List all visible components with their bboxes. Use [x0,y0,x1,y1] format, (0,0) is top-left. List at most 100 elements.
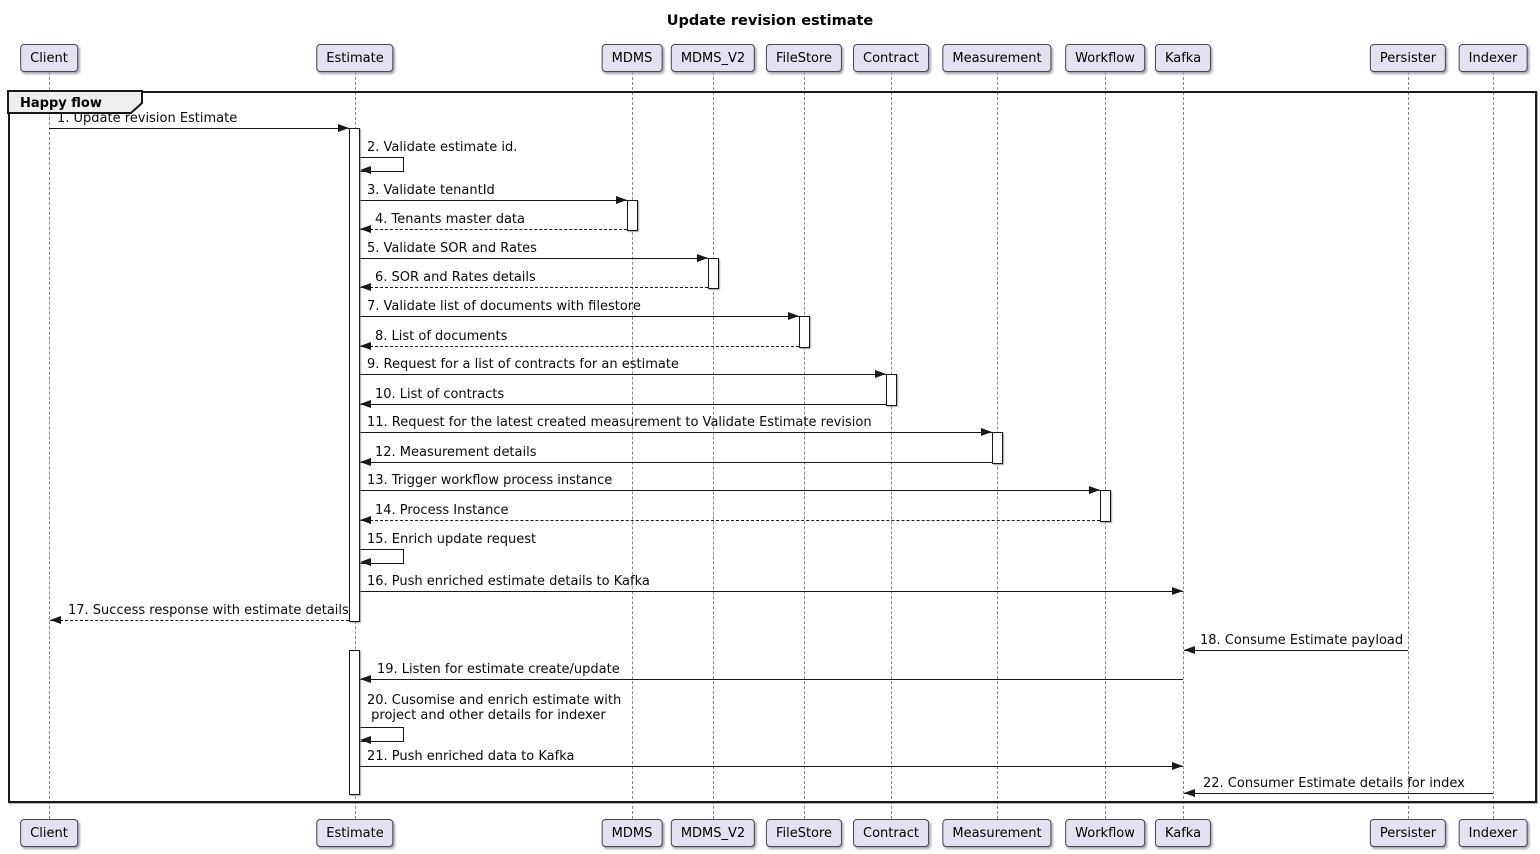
diagram-title: Update revision estimate [666,13,874,29]
participant-indexer-bottom: Indexer [1458,819,1528,847]
participant-filestore-bottom: FileStore [765,819,843,847]
message-21-line [360,766,1183,767]
message-9-line [360,374,886,375]
arrowhead-left-icon [360,400,371,408]
lifeline-mdms [632,72,633,819]
arrowhead-left-icon [1184,646,1195,654]
message-20-self-loop [360,727,404,742]
lifeline-indexer [1493,72,1494,819]
participant-filestore-top: FileStore [765,44,843,72]
message-8-label: 8. List of documents [375,329,508,344]
message-4-label: 4. Tenants master data [375,212,525,227]
arrowhead-left-icon [360,516,371,524]
participant-mdms-v2-bottom: MDMS_V2 [670,819,756,847]
message-13-line [360,490,1100,491]
arrowhead-right-icon [981,428,992,436]
arrowhead-right-icon [788,312,799,320]
message-14-line [360,520,1100,521]
happy-flow-frame [8,91,1537,803]
participant-contract-bottom: Contract [853,819,929,847]
message-22-label: 22. Consumer Estimate details for index [1203,776,1465,791]
message-6-label: 6. SOR and Rates details [375,270,536,285]
lifeline-mdms-v2 [713,72,714,819]
activation-workflow [1100,490,1111,522]
message-3-label: 3. Validate tenantId [367,183,495,198]
message-3-line [360,200,627,201]
message-10-line [360,404,886,405]
participant-client-top: Client [20,44,78,72]
message-6-line [360,287,708,288]
participant-mdms-v2-top: MDMS_V2 [670,44,756,72]
frame-label: Happy flow [20,96,102,111]
frame-tab-shape [7,90,143,114]
participant-persister-bottom: Persister [1369,819,1447,847]
message-21-label: 21. Push enriched data to Kafka [367,749,575,764]
arrowhead-right-icon [338,124,349,132]
arrowhead-right-icon [875,370,886,378]
activation-contract [886,374,897,406]
message-10-label: 10. List of contracts [375,387,505,402]
lifeline-workflow [1105,72,1106,819]
message-19-line [360,679,1183,680]
message-2-label: 2. Validate estimate id. [367,140,518,155]
participant-kafka-bottom: Kafka [1154,819,1212,847]
lifeline-persister [1408,72,1409,819]
arrowhead-left-icon [360,225,371,233]
participant-persister-top: Persister [1369,44,1447,72]
arrowhead-left-icon [50,616,61,624]
message-11-label: 11. Request for the latest created measu… [367,415,872,430]
arrowhead-left-icon [360,675,371,683]
message-11-line [360,432,992,433]
lifeline-kafka [1183,72,1184,819]
message-22-line [1184,793,1493,794]
lifeline-contract [891,72,892,819]
message-7-label: 7. Validate list of documents with files… [367,299,641,314]
message-17-label: 17. Success response with estimate detai… [68,603,349,618]
arrowhead-left-icon [360,558,371,566]
lifeline-client [49,72,50,819]
message-9-label: 9. Request for a list of contracts for a… [367,357,679,372]
message-2-self-loop [360,157,404,172]
message-20-label: 20. Cusomise and enrich estimate with pr… [367,693,622,723]
message-8-line [360,346,799,347]
message-15-self-loop [360,549,404,564]
participant-workflow-top: Workflow [1065,44,1145,72]
arrowhead-left-icon [360,283,371,291]
arrowhead-right-icon [1089,486,1100,494]
message-15-label: 15. Enrich update request [367,532,537,547]
activation-filestore [799,316,810,348]
message-19-label: 19. Listen for estimate create/update [377,662,620,677]
participant-mdms-top: MDMS [601,44,663,72]
message-5-line [360,258,708,259]
message-17-line [50,620,349,621]
message-4-line [360,229,627,230]
message-14-label: 14. Process Instance [375,503,509,518]
activation-estimate-2 [349,650,360,795]
arrowhead-right-icon [1172,587,1183,595]
arrowhead-left-icon [360,342,371,350]
message-1-line [49,128,349,129]
participant-indexer-top: Indexer [1458,44,1528,72]
activation-mdms [627,200,638,231]
participant-workflow-bottom: Workflow [1065,819,1145,847]
participant-kafka-top: Kafka [1154,44,1212,72]
message-12-line [360,462,992,463]
arrowhead-left-icon [360,736,371,744]
arrowhead-right-icon [1172,762,1183,770]
message-1-label: 1. Update revision Estimate [57,111,238,126]
message-7-line [360,316,799,317]
activation-estimate-1 [349,128,360,622]
arrowhead-right-icon [697,254,708,262]
message-18-label: 18. Consume Estimate payload [1200,633,1404,648]
activation-mdms-v2 [708,258,719,289]
lifeline-filestore [804,72,805,819]
message-18-line [1184,650,1408,651]
participant-client-bottom: Client [20,819,78,847]
arrowhead-left-icon [360,166,371,174]
arrowhead-left-icon [1184,789,1195,797]
participant-estimate-bottom: Estimate [316,819,394,847]
frame-label-tab: Happy flow [7,90,143,114]
message-5-label: 5. Validate SOR and Rates [367,241,537,256]
message-13-label: 13. Trigger workflow process instance [367,473,613,488]
participant-mdms-bottom: MDMS [601,819,663,847]
